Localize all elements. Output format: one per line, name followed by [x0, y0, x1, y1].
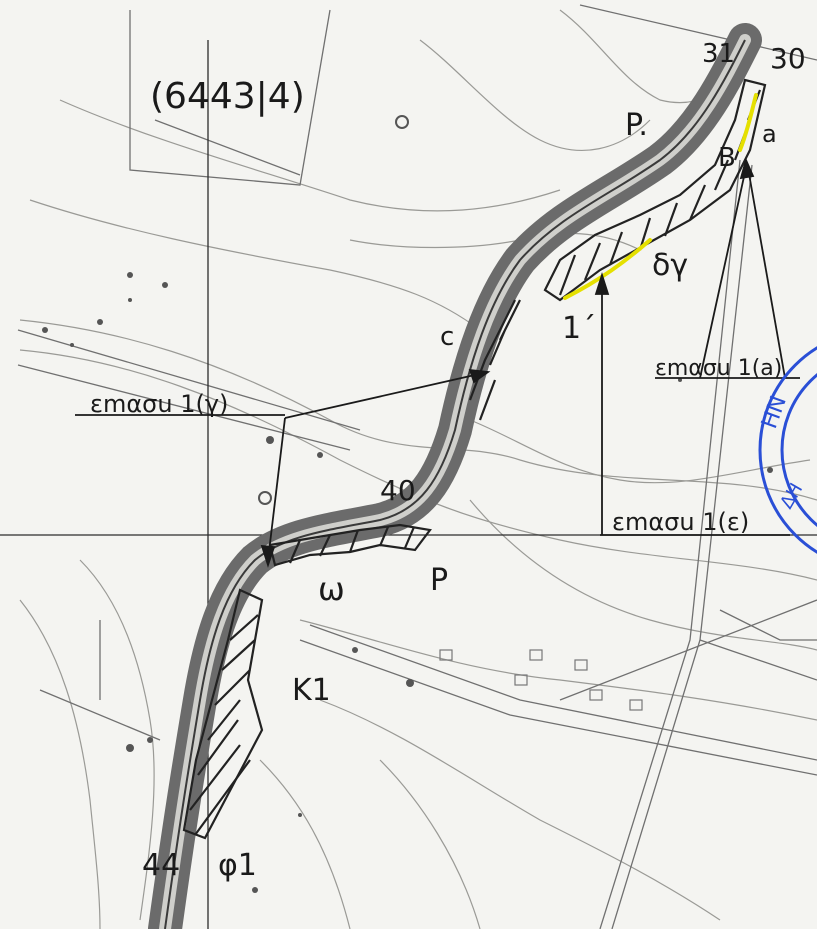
label-point-1prime: 1΄ [562, 311, 596, 346]
road-corridor [148, 23, 762, 929]
label-letter-c: c [440, 322, 454, 352]
callout-entasi-a: εmασu 1(a) [655, 356, 782, 381]
map-labels: (6443|4) P. 31 30 a B δγ 1΄ 40 P ω K1 44… [142, 39, 806, 883]
parcel-lines [17, 4, 817, 929]
label-point-omega: ω [318, 570, 345, 608]
label-zone-k1: K1 [292, 673, 331, 708]
label-point-40: 40 [380, 474, 416, 507]
label-point-b: B [718, 143, 736, 173]
label-point-a: a [762, 120, 777, 148]
callout-labels: εmασu 1(a) εmασu 1(γ) εmασu 1(ε) [90, 356, 782, 536]
svg-text:ΔΗ: ΔΗ [776, 480, 807, 513]
callout-entasi-g: εmασu 1(γ) [90, 390, 228, 418]
label-point-31: 31 [702, 39, 735, 69]
sheet-reference: (6443|4) [150, 76, 305, 117]
highlighted-boundary [563, 93, 758, 300]
svg-text:ΗΝ: ΗΝ [757, 392, 792, 432]
callout-arrows [75, 157, 800, 568]
label-point-phi1: φ1 [218, 848, 257, 883]
label-region-p: P. [625, 108, 648, 143]
survey-dots [42, 115, 773, 893]
callout-entasi-e: εmασu 1(ε) [612, 508, 749, 536]
label-point-p-lower: P [430, 563, 448, 598]
contour-lines [19, 9, 817, 929]
label-point-44: 44 [142, 848, 180, 883]
label-point-30: 30 [770, 42, 806, 75]
hatched-areas [182, 78, 767, 840]
label-point-delta-gamma: δγ [652, 248, 688, 283]
building-markers [439, 649, 643, 711]
